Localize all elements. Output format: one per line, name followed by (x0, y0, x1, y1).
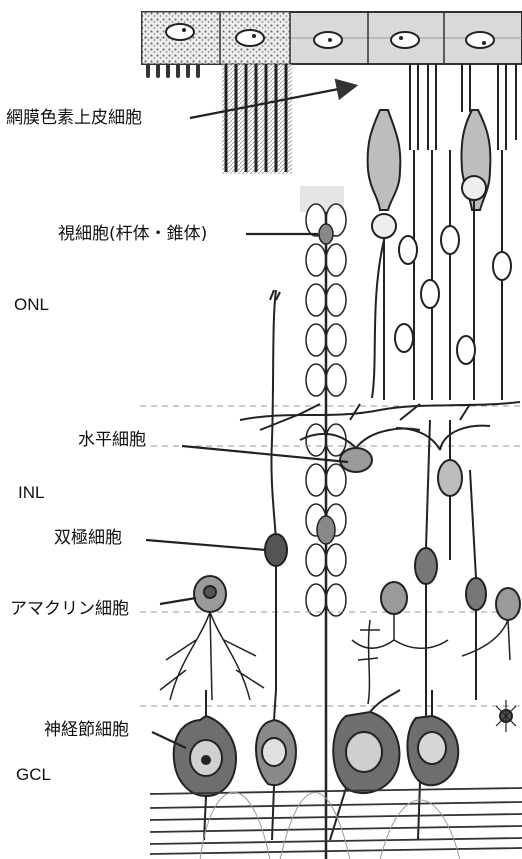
label-bipolar: 双極細胞 (54, 530, 122, 547)
label-ganglion: 神経節細胞 (44, 722, 129, 739)
label-photoreceptor: 視細胞(杆体・錐体) (58, 226, 207, 243)
rod-cells (395, 150, 511, 400)
label-layer-onl: ONL (14, 296, 49, 313)
leader-lines (146, 86, 354, 748)
label-amacrine: アマクリン細胞 (10, 601, 129, 618)
label-layer-inl: INL (18, 484, 44, 501)
label-layer-gcl: GCL (16, 766, 51, 783)
label-horizontal: 水平細胞 (78, 432, 146, 449)
bipolar-leader (146, 540, 266, 550)
amacrine-leader (160, 598, 196, 604)
label-rpe: 網膜色素上皮細胞 (6, 110, 142, 127)
